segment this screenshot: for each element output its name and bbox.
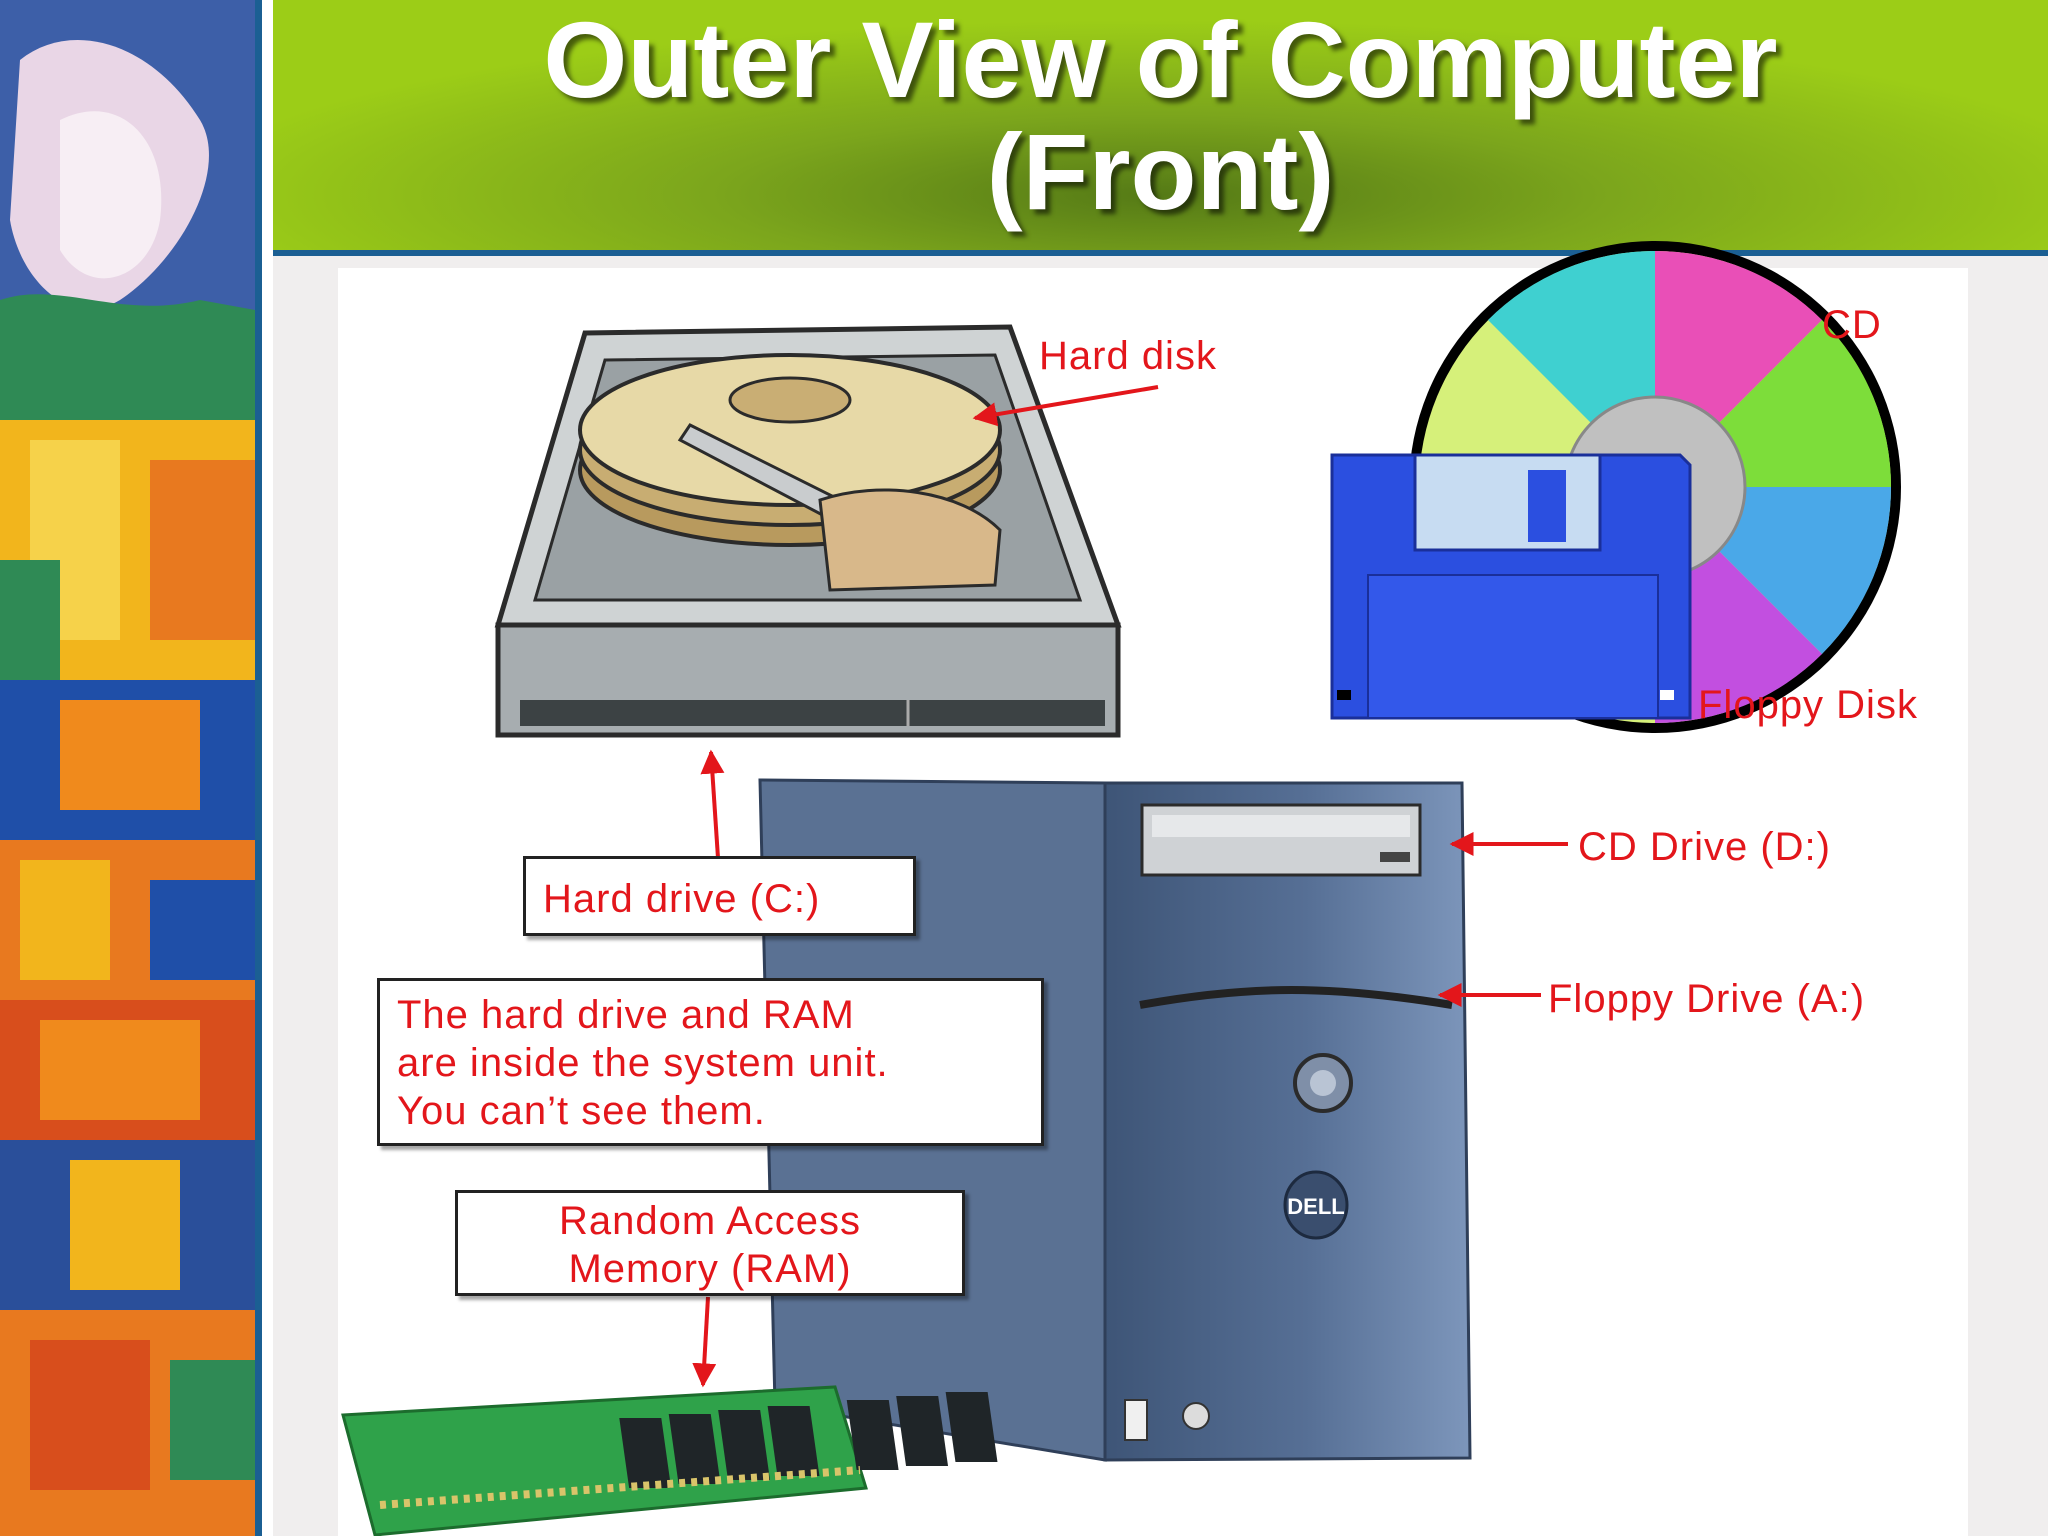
ram-module-illustration — [341, 1385, 998, 1536]
hard-drive-box-text: Hard drive (C:) — [543, 877, 821, 921]
ram-box-line-2: Memory (RAM) — [568, 1247, 852, 1291]
label-cd: CD — [1822, 303, 1882, 347]
ram-box-line-1: Random Access — [558, 1199, 862, 1243]
slide-title-line-1: Outer View of Computer — [543, 0, 1778, 120]
label-cd-drive: CD Drive (D:) — [1578, 825, 1831, 869]
abstract-painting-art — [0, 0, 262, 1536]
label-floppy-drive: Floppy Drive (A:) — [1548, 977, 1866, 1021]
system-unit-note-box: The hard drive and RAM are inside the sy… — [377, 978, 1044, 1146]
label-floppy-disk: Floppy Disk — [1698, 683, 1918, 727]
label-hard-disk: Hard disk — [1039, 334, 1217, 378]
title-bar: Outer View of Computer (Front) — [273, 0, 2048, 256]
ram-box: Random Access Memory (RAM) — [455, 1190, 965, 1296]
slide-title: Outer View of Computer (Front) — [273, 4, 2048, 228]
hard-disk-illustration — [494, 324, 1122, 738]
slide-title-line-2: (Front) — [986, 111, 1335, 232]
svg-text:DELL: DELL — [1287, 1194, 1344, 1219]
note-line-3: You can’t see them. — [397, 1089, 766, 1133]
hard-drive-box: Hard drive (C:) — [523, 856, 916, 936]
floppy-disk-illustration — [1330, 453, 1692, 720]
note-line-1: The hard drive and RAM — [397, 993, 855, 1037]
decorative-painting-strip — [0, 0, 262, 1536]
computer-tower-illustration: DELL — [758, 778, 1472, 1462]
note-line-2: are inside the system unit. — [397, 1041, 889, 1085]
